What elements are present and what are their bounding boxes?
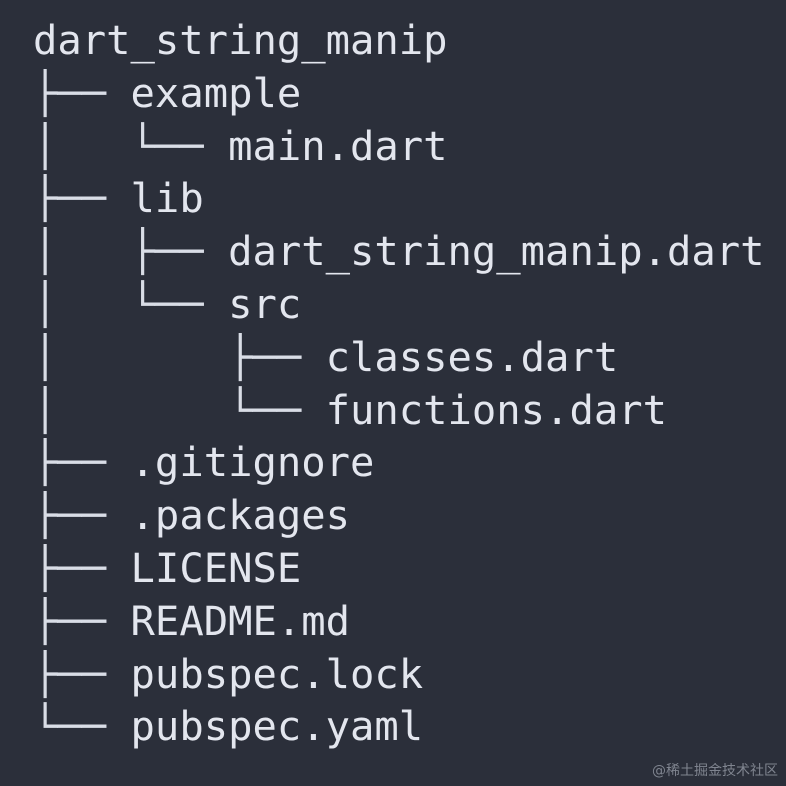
tree-connector: ├──	[33, 174, 131, 223]
tree-item-dart-string-manip-dart: │ ├── dart_string_manip.dart	[33, 225, 765, 278]
file-name: functions.dart	[325, 385, 667, 434]
folder-name: src	[228, 279, 302, 328]
tree-connector: └──	[33, 702, 131, 751]
tree-connector: │ ├──	[33, 227, 229, 276]
file-name: classes.dart	[325, 332, 619, 381]
tree-item-main-dart: │ └── main.dart	[33, 120, 765, 173]
tree-item-packages: ├── .packages	[33, 489, 765, 542]
file-name: main.dart	[228, 121, 448, 170]
file-name: .packages	[130, 491, 350, 540]
file-name: dart_string_manip.dart	[228, 227, 765, 276]
tree-item-classes-dart: │ ├── classes.dart	[33, 331, 765, 384]
tree-connector: ├──	[33, 649, 131, 698]
tree-connector: ├──	[33, 596, 131, 645]
tree-connector: │ ├──	[33, 332, 326, 381]
tree-item-lib: ├── lib	[33, 172, 765, 225]
tree-connector: │ └──	[33, 279, 229, 328]
file-name: pubspec.yaml	[130, 702, 424, 751]
tree-item-readme: ├── README.md	[33, 595, 765, 648]
tree-item-functions-dart: │ └── functions.dart	[33, 384, 765, 437]
tree-connector: ├──	[33, 68, 131, 117]
tree-item-src: │ └── src	[33, 278, 765, 331]
tree-connector: ├──	[33, 491, 131, 540]
root-folder-name: dart_string_manip	[33, 16, 448, 64]
file-name: README.md	[130, 596, 350, 645]
file-name: LICENSE	[130, 543, 302, 592]
watermark: @稀土掘金技术社区	[652, 763, 778, 779]
tree-root: dart_string_manip	[33, 14, 765, 67]
folder-name: lib	[130, 174, 204, 223]
tree-item-license: ├── LICENSE	[33, 542, 765, 595]
tree-item-gitignore: ├── .gitignore	[33, 436, 765, 489]
folder-name: example	[130, 68, 302, 117]
tree-connector: │ └──	[33, 121, 229, 170]
tree-item-pubspec-lock: ├── pubspec.lock	[33, 648, 765, 701]
tree-connector: ├──	[33, 543, 131, 592]
tree-item-pubspec-yaml: └── pubspec.yaml	[33, 700, 765, 753]
file-name: .gitignore	[130, 438, 375, 487]
directory-tree: dart_string_manip ├── example │ └── main…	[33, 14, 765, 753]
tree-item-example: ├── example	[33, 67, 765, 120]
tree-connector: ├──	[33, 438, 131, 487]
tree-connector: │ └──	[33, 385, 326, 434]
file-name: pubspec.lock	[130, 649, 424, 698]
